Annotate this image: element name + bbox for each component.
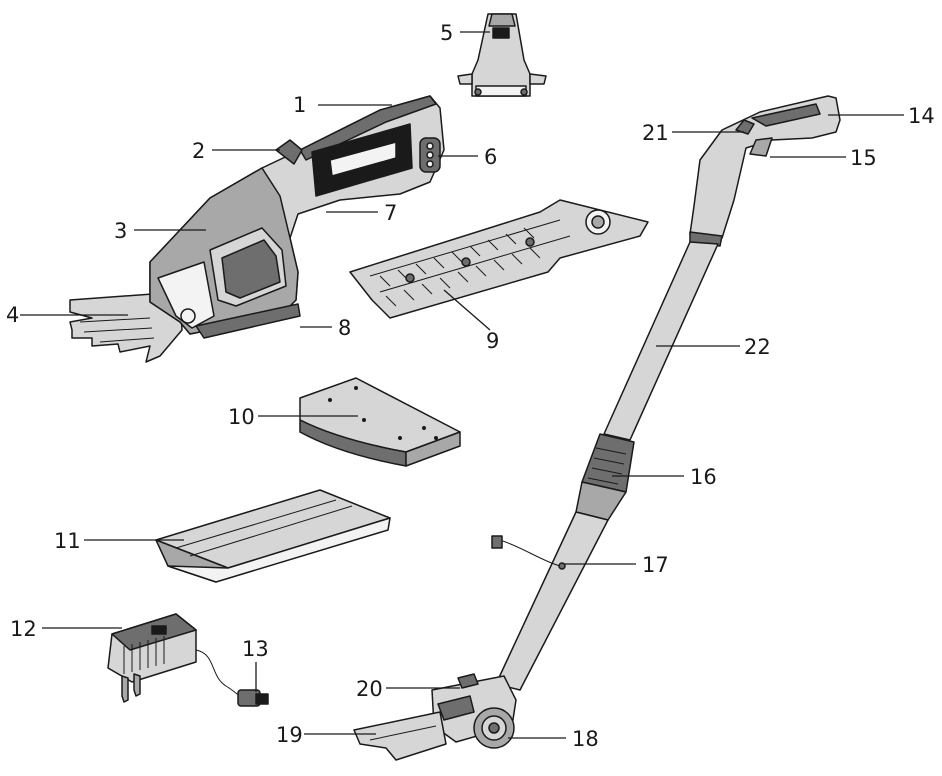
callout-13: 13 [242,637,269,661]
callout-2: 2 [192,139,205,163]
callout-21: 21 [642,121,669,145]
callout-12: 12 [10,617,37,641]
callout-3: 3 [114,219,127,243]
callout-18: 18 [572,727,599,751]
callout-22: 22 [744,335,771,359]
callout-4: 4 [6,303,19,327]
callout-9: 9 [486,329,499,353]
blade-plate-drawing [299,377,461,467]
shear-body-drawing [69,95,445,363]
blade-guard-drawing [155,489,391,583]
callout-14: 14 [908,104,935,128]
callout-6: 6 [484,145,497,169]
leader-lines [20,31,904,739]
callout-20: 20 [356,677,383,701]
callout-labels: 1 2 3 4 5 6 7 8 9 10 11 12 13 14 15 16 1… [6,21,935,751]
callout-16: 16 [690,465,717,489]
charger-drawing [107,613,269,707]
callout-5: 5 [440,21,453,45]
callout-11: 11 [54,529,81,553]
callout-15: 15 [850,146,877,170]
callout-10: 10 [228,405,255,429]
callout-7: 7 [384,201,397,225]
callout-8: 8 [338,316,351,340]
callout-19: 19 [276,723,303,747]
callout-17: 17 [642,553,669,577]
hedge-blade-drawing [349,199,649,319]
battery-cover-drawing [457,13,547,97]
callout-1: 1 [293,93,306,117]
